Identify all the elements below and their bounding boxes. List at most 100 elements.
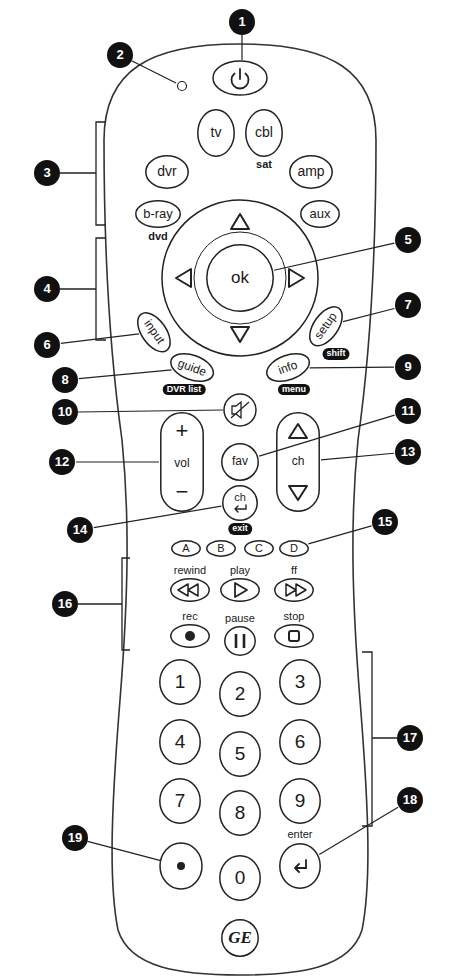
callout-circle <box>62 825 88 851</box>
source-button: b-raydvd <box>135 200 181 228</box>
callout-number: 18 <box>403 793 417 807</box>
callout-circle <box>372 509 398 535</box>
button-caption: dvd <box>148 230 168 242</box>
mute-button <box>224 394 256 426</box>
button-label: ch <box>234 491 246 503</box>
color-button: B <box>206 540 236 557</box>
callout-number: 8 <box>52 367 78 393</box>
callout-number: 4 <box>43 282 50 296</box>
button-oval <box>245 540 273 555</box>
play-icon <box>235 583 247 597</box>
callout-circle <box>34 276 60 302</box>
guide-button: guideDVR list <box>170 353 214 382</box>
callout-number: 5 <box>395 227 421 253</box>
button-oval <box>171 579 209 601</box>
button-oval <box>207 245 273 311</box>
source-button: aux <box>300 200 340 228</box>
callout-number: 17 <box>397 725 423 751</box>
button-caption: rec <box>182 610 197 622</box>
number-button: 4 <box>159 719 201 765</box>
button-outline <box>224 626 256 656</box>
callout-number: 6 <box>34 332 60 358</box>
shift-label: shift <box>322 348 349 360</box>
callout-number: 10 <box>58 405 72 419</box>
button-label: 1 <box>175 672 186 693</box>
callout-circle <box>395 398 421 424</box>
leader-line <box>79 370 172 379</box>
callout-number: 17 <box>403 731 417 745</box>
shift-label: exit <box>228 523 252 535</box>
button-caption: enter <box>287 828 312 840</box>
button-label: 4 <box>175 732 186 753</box>
callout-circle <box>395 354 421 380</box>
number-button: 9 <box>279 778 321 824</box>
button-label: 9 <box>295 791 306 812</box>
button-label: A <box>182 542 189 554</box>
mute-icon <box>231 402 249 418</box>
button-oval <box>207 540 235 555</box>
button-label: − <box>176 480 189 504</box>
button-oval <box>280 660 320 704</box>
callout-number: 3 <box>34 160 60 186</box>
bracket <box>78 558 130 650</box>
number-button: 3 <box>279 659 321 705</box>
button-oval <box>263 349 313 387</box>
button-label: GE <box>228 929 252 948</box>
button-oval <box>275 579 313 601</box>
pause-icon <box>236 634 244 648</box>
return-icon <box>235 505 246 512</box>
button-oval <box>136 201 180 227</box>
callout-number: 14 <box>67 517 93 543</box>
leader-line <box>321 453 394 460</box>
button-oval <box>221 579 259 601</box>
callout-circle <box>52 591 78 617</box>
number-button: 0 <box>219 855 261 901</box>
callout-number: 16 <box>52 591 78 617</box>
shift-label: menu <box>278 384 310 396</box>
button-label: tv <box>211 125 222 140</box>
button-label: 6 <box>295 732 306 753</box>
navigation-pad <box>162 200 318 356</box>
callout-number: 2 <box>107 42 133 68</box>
transport-button: stop <box>274 624 314 648</box>
button-oval <box>222 920 258 956</box>
callout-number: 1 <box>229 9 255 35</box>
leader-line <box>132 61 176 83</box>
button-outline <box>274 578 314 602</box>
info-button: infomenu <box>266 353 310 382</box>
button-oval <box>222 444 258 480</box>
button-oval <box>275 625 313 647</box>
button-caption: pause <box>225 612 255 624</box>
callout-number: 2 <box>116 48 123 62</box>
callout-circle <box>107 42 133 68</box>
button-label: vol <box>174 457 189 470</box>
callout-circle <box>395 292 421 318</box>
button-label: ch <box>292 455 305 468</box>
button-label: 3 <box>295 672 306 693</box>
input-button: input <box>137 312 171 353</box>
fast-forward-icon <box>286 584 306 596</box>
callout-number: 15 <box>372 509 398 535</box>
button-oval <box>303 301 348 351</box>
indicator-led <box>178 82 187 91</box>
ok-button: ok <box>206 244 274 312</box>
button-oval <box>220 732 260 776</box>
record-icon <box>185 631 195 641</box>
button-oval <box>198 110 234 156</box>
button-oval <box>290 156 332 188</box>
button-label: 2 <box>235 684 246 705</box>
source-button: cblsat <box>245 109 283 157</box>
button-label: dvr <box>157 164 176 179</box>
channel-rocker: ch <box>276 412 320 512</box>
button-oval <box>172 540 200 555</box>
button-label: 0 <box>235 868 246 889</box>
callout-number: 11 <box>401 404 415 418</box>
remote-body <box>104 44 376 975</box>
button-label: B <box>217 542 224 554</box>
stop-icon <box>289 631 299 641</box>
callout-circle <box>397 787 423 813</box>
button-outline <box>274 624 314 648</box>
callout-number: 4 <box>34 276 60 302</box>
callout-number: 7 <box>395 292 421 318</box>
callout-number: 14 <box>73 523 87 537</box>
